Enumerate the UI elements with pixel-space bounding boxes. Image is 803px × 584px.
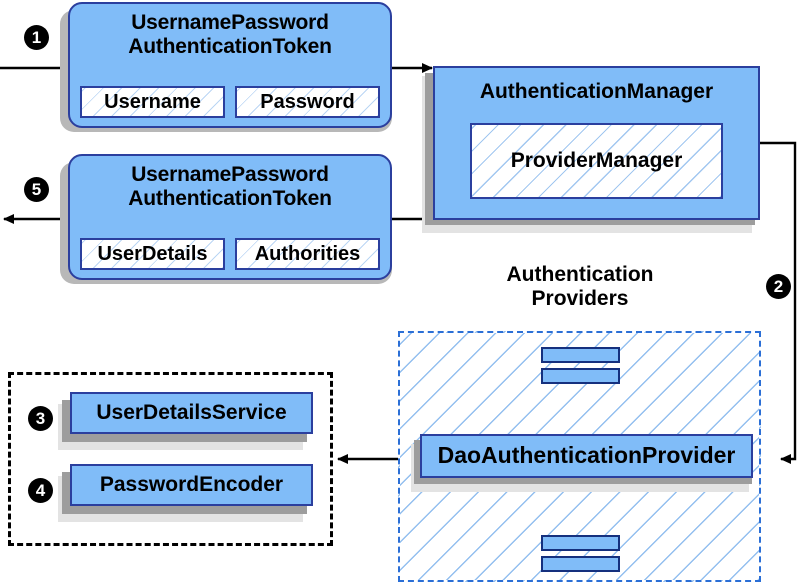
provider-placeholder-2[interactable] (541, 368, 620, 384)
provider-placeholder-1[interactable] (541, 347, 620, 363)
slot-userdetails[interactable]: UserDetails (80, 238, 225, 270)
badge-1: 1 (24, 25, 49, 50)
provider-manager-box[interactable]: ProviderManager (470, 123, 723, 199)
passwordencoder-box[interactable]: PasswordEncoder (70, 464, 313, 506)
response-token-title: UsernamePassword AuthenticationToken (128, 163, 332, 210)
badge-4: 4 (28, 478, 53, 503)
badge-5: 5 (24, 177, 49, 202)
badge-2: 2 (766, 274, 791, 299)
request-token-box[interactable]: UsernamePassword AuthenticationToken Use… (68, 2, 392, 128)
provider-placeholder-3[interactable] (541, 535, 620, 551)
authentication-manager-title: AuthenticationManager (479, 80, 714, 103)
slot-password[interactable]: Password (235, 86, 380, 118)
slot-username[interactable]: Username (80, 86, 225, 118)
authentication-manager-box[interactable]: AuthenticationManager ProviderManager (433, 66, 760, 220)
support-services-group (8, 372, 333, 546)
request-token-slots: Username Password (80, 86, 380, 118)
userdetailsservice-box[interactable]: UserDetailsService (70, 392, 313, 434)
dao-authentication-provider-box[interactable]: DaoAuthenticationProvider (420, 434, 753, 478)
authentication-providers-label: Authentication Providers (506, 263, 654, 310)
response-token-slots: UserDetails Authorities (80, 238, 380, 270)
badge-3: 3 (28, 406, 53, 431)
slot-authorities[interactable]: Authorities (235, 238, 380, 270)
request-token-title: UsernamePassword AuthenticationToken (128, 11, 332, 58)
provider-placeholder-4[interactable] (541, 556, 620, 572)
arrow-manager-to-provider (760, 141, 797, 464)
response-token-box[interactable]: UsernamePassword AuthenticationToken Use… (68, 154, 392, 280)
